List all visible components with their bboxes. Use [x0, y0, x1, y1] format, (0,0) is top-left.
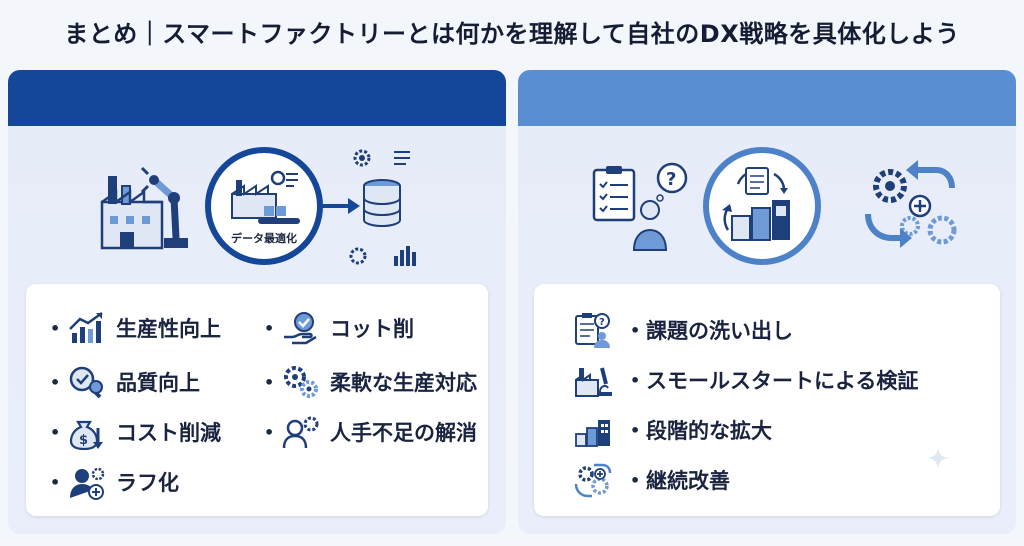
list-item: • 人手不足の解消: [264, 412, 477, 452]
list-item: ? • 課題の洗い出し: [572, 310, 793, 350]
clipboard-person-icon: ?: [592, 162, 688, 251]
benefits-card: • 生産性向上 • 品質向上 • $ コスト削減 • ラフ化: [26, 284, 488, 516]
hand-check-icon: [280, 308, 322, 348]
svg-text:?: ?: [666, 169, 676, 190]
circle-label: データ最適化: [231, 232, 297, 245]
right-panel: ?: [518, 70, 1016, 534]
expansion-circle: [703, 147, 821, 265]
gears-icon: [280, 362, 322, 402]
left-illustration: データ最適化: [8, 142, 506, 270]
sparkle-icon: [926, 446, 950, 470]
person-gear-icon: [280, 412, 322, 452]
svg-text:?: ?: [599, 317, 605, 328]
svg-text:$: $: [79, 433, 88, 448]
page-title: まとめ｜スマートファクトリーとは何かを理解して自社のDX戦略を具体化しよう: [64, 20, 960, 48]
list-item: • 継続改善: [572, 460, 730, 500]
cycle-gears-icon: [572, 460, 614, 500]
list-item: • スモールスタートによる検証: [572, 360, 918, 400]
database-icon: [363, 179, 401, 227]
factory-conveyor-icon: [231, 170, 300, 224]
clipboard-question-icon: ?: [572, 310, 614, 350]
list-item: • ラフ化: [50, 462, 179, 502]
gear-small-icon: [349, 247, 367, 265]
list-item: • コット削: [264, 308, 414, 348]
factory-expansion-icon: [572, 410, 614, 450]
list-item: • 品質向上: [50, 362, 200, 402]
right-panel-header: [518, 70, 1016, 126]
list-item: • 柔軟な生産対応: [264, 362, 477, 402]
money-bag-down-icon: $: [66, 412, 108, 452]
cycle-factory-icon: [722, 167, 790, 241]
factory-robot-icon: [100, 166, 188, 250]
left-panel: データ最適化 • 生産性向上 • 品質向上 • $ コスト削減 •: [8, 70, 506, 534]
user-gear-plus-icon: [66, 462, 108, 502]
list-item: • 生産性向上: [50, 308, 221, 348]
factory-microscope-icon: [572, 360, 614, 400]
cycle-gears-icon: [865, 160, 957, 248]
list-icon: [394, 151, 410, 165]
list-item: • 段階的な拡大: [572, 410, 772, 450]
gear-icon: [353, 149, 371, 167]
left-panel-header: [8, 70, 506, 126]
bar-chart-icon: [394, 246, 416, 266]
list-item: • $ コスト削減: [50, 412, 221, 452]
steps-card: ? • 課題の洗い出し • スモールスタートによる検証 • 段階的な拡大 • 継…: [534, 284, 1000, 516]
right-illustration: ?: [518, 142, 1016, 270]
quality-magnifier-icon: [66, 362, 108, 402]
growth-chart-icon: [66, 308, 108, 348]
